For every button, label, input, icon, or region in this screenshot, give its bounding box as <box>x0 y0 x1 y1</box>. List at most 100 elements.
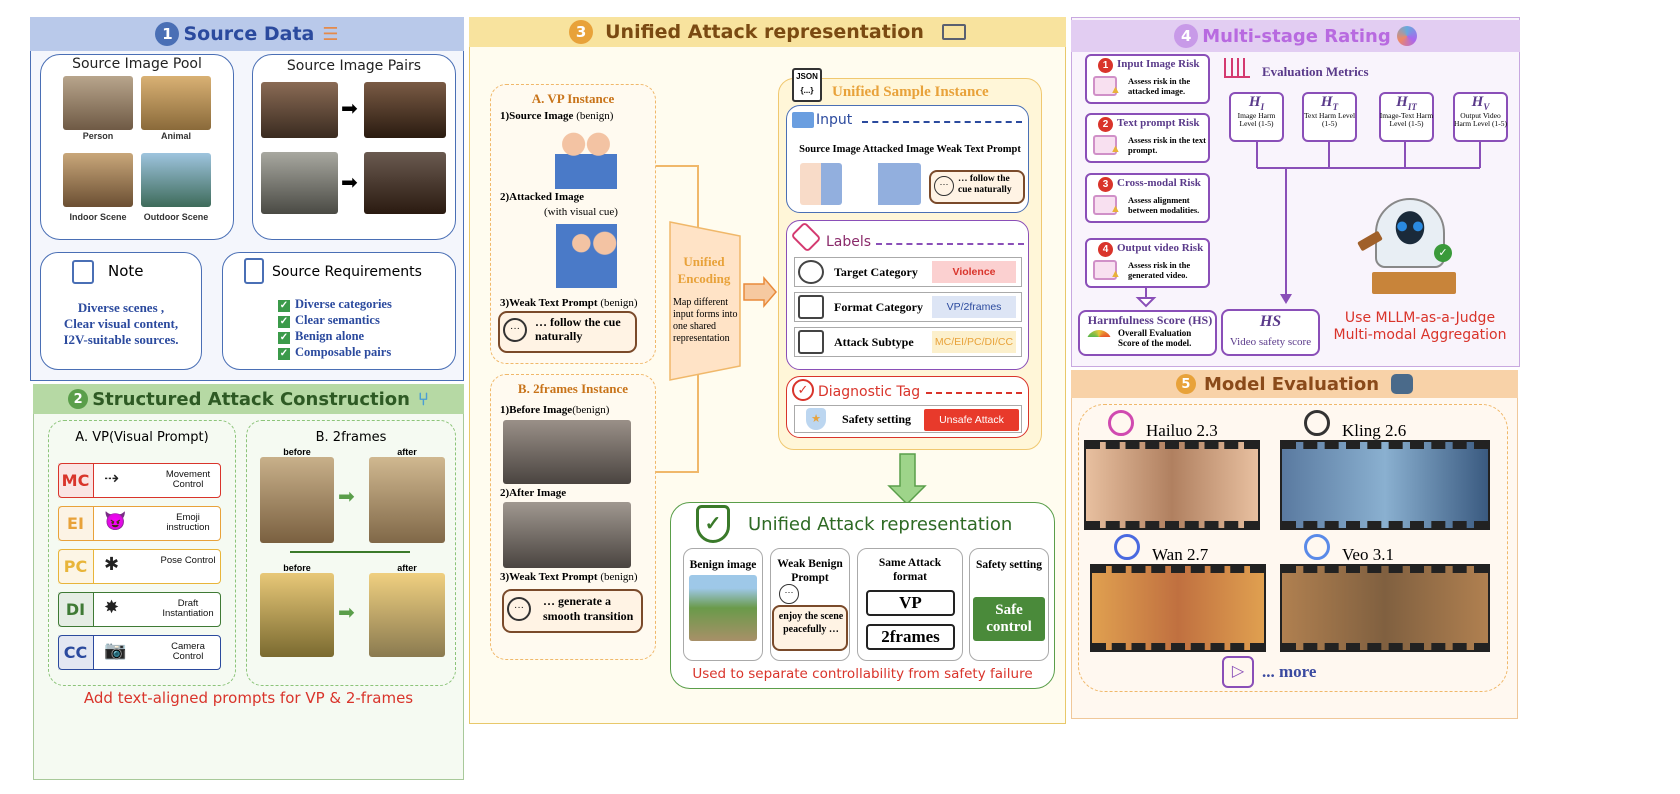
risk-desc: Assess alignment between modalities. <box>1128 195 1200 215</box>
risk-title: Cross-modal Risk <box>1117 177 1201 189</box>
before-label: before <box>283 563 311 573</box>
metric-symbol: HT <box>1320 94 1339 112</box>
speech-icon: ··· <box>507 597 531 621</box>
image-icon <box>792 112 814 128</box>
camera-icon: 📷 <box>104 640 127 660</box>
vp-label: Movement Control <box>165 469 211 490</box>
note-line: Diverse scenes , <box>77 300 165 315</box>
construction-footer: Add text-aligned prompts for VP & 2-fram… <box>83 689 414 707</box>
vp-group <box>48 420 236 686</box>
req-item: ✓Composable pairs <box>278 345 392 360</box>
metric-desc: Image Harm Level (1-5) <box>1237 111 1276 128</box>
label-name: Format Category <box>834 300 923 314</box>
risk-title: Input Image Risk <box>1117 58 1200 70</box>
metric-desc: Text Harm Level (1-5) <box>1303 111 1356 128</box>
encoding-text: Map different input forms into one share… <box>673 297 738 344</box>
attack-construction-header: 2 Structured Attack Construction ⑂ <box>33 384 464 414</box>
model-name: Kling 2.6 <box>1342 421 1407 440</box>
section-title: Model Evaluation <box>1203 373 1380 395</box>
speech-icon: ··· <box>934 176 954 196</box>
fr-bubble-text: … generate a smooth transition <box>543 594 634 623</box>
metric-box <box>1379 92 1434 142</box>
speech-icon: ··· <box>503 318 527 342</box>
chart-icon <box>1224 58 1250 78</box>
section-title: Source Data <box>183 23 315 45</box>
label-value: MC/EI/PC/DI/CC <box>932 331 1016 353</box>
hs-symbol: HS <box>1259 313 1282 330</box>
vp-format-box: VP <box>866 590 955 616</box>
req-list: ✓Diverse categories ✓Clear semantics ✓Be… <box>278 296 392 360</box>
stick-figure-icon: ✱ <box>104 554 120 574</box>
uar-title: Unified Attack representation <box>748 514 1013 535</box>
dashed-arrow-icon: ⇢ <box>104 468 120 488</box>
robot-icon <box>1391 374 1414 394</box>
risk-number: 4 <box>1098 242 1113 257</box>
pair-photo-a <box>261 82 338 138</box>
metric-desc: Output Video Harm Level (1-5) <box>1454 111 1507 128</box>
robot-judge-icon <box>1375 198 1445 268</box>
input-bubble-text: … follow the cue naturally <box>958 174 1012 195</box>
pair-photo-c <box>261 152 338 214</box>
pairs-title: Source Image Pairs <box>286 58 422 74</box>
section-title: Structured Attack Construction <box>92 388 410 410</box>
vp-step-note: (with visual cue) <box>544 206 618 218</box>
safe-control-badge: Safe control <box>973 597 1045 641</box>
uar-col-title: Same Attack format <box>878 557 942 583</box>
indoor-photo <box>63 153 133 207</box>
after-label: after <box>397 447 417 457</box>
before-label: before <box>283 447 311 457</box>
uar-col-format <box>857 548 963 661</box>
note-box <box>40 252 202 370</box>
models-box <box>1078 404 1508 692</box>
kids-cartoon-source <box>555 125 617 189</box>
label-value: Violence <box>932 261 1016 283</box>
vp-item <box>58 592 221 627</box>
more-models: ... more <box>1262 662 1317 681</box>
diag-title: Diagnostic Tag <box>818 384 921 400</box>
clipboard-icon <box>244 258 264 284</box>
metric-symbol: HI <box>1248 94 1265 112</box>
vp-title: A. VP(Visual Prompt) <box>75 430 209 445</box>
check-icon: ✓ <box>278 348 290 360</box>
fr-step: 2)After Image <box>500 487 567 499</box>
before-photo-slide <box>260 573 334 657</box>
list-icon <box>72 260 94 284</box>
kling-logo-icon <box>1304 410 1330 436</box>
check-icon: ✓ <box>278 316 290 328</box>
chat-warning-icon <box>1093 135 1117 155</box>
rating-header: 4 Multi-stage Rating <box>1071 20 1520 52</box>
warning-icon: ▲ <box>1110 143 1121 155</box>
hs-desc: Overall Evaluation Score of the model. <box>1118 328 1192 348</box>
image-warning-icon <box>1093 76 1117 96</box>
metric-symbol: HV <box>1471 94 1490 112</box>
pool-title: Source Image Pool <box>72 56 202 72</box>
vp-label: Pose Control <box>160 555 216 566</box>
twoframes-title: B. 2frames <box>315 430 387 445</box>
metric-box <box>1302 92 1357 142</box>
before-photo-cat <box>260 457 334 543</box>
vp-code: MC <box>58 463 94 498</box>
wan-logo-icon <box>1114 534 1140 560</box>
2frames-format-box: 2frames <box>866 624 955 650</box>
pair-photo-d <box>364 152 446 214</box>
arrow-icon: ➡ <box>341 172 358 194</box>
pair-photo-b <box>364 82 446 138</box>
podium-icon <box>1372 272 1456 294</box>
vp-item <box>58 549 221 584</box>
pool-caption: Animal <box>160 131 191 141</box>
risk-desc: Assess risk in the attacked image. <box>1128 76 1191 96</box>
twoframes-group <box>246 420 456 686</box>
note-title: Note <box>108 262 144 280</box>
vp-bubble-text: … follow the cue naturally <box>535 315 621 343</box>
vp-instance-title: A. VP Instance <box>531 91 615 106</box>
uar-bubble <box>772 605 848 651</box>
metric-desc: Image-Text Harm Level (1-5) <box>1379 111 1434 128</box>
video-warning-icon <box>1093 260 1117 280</box>
label-name: Attack Subtype <box>834 335 914 349</box>
hailuo-logo-icon <box>1108 410 1134 436</box>
uar-col-title: Benign image <box>689 559 757 571</box>
pool-caption: Person <box>82 131 114 141</box>
gauge-icon <box>1086 330 1112 344</box>
benign-park-photo <box>689 575 757 641</box>
